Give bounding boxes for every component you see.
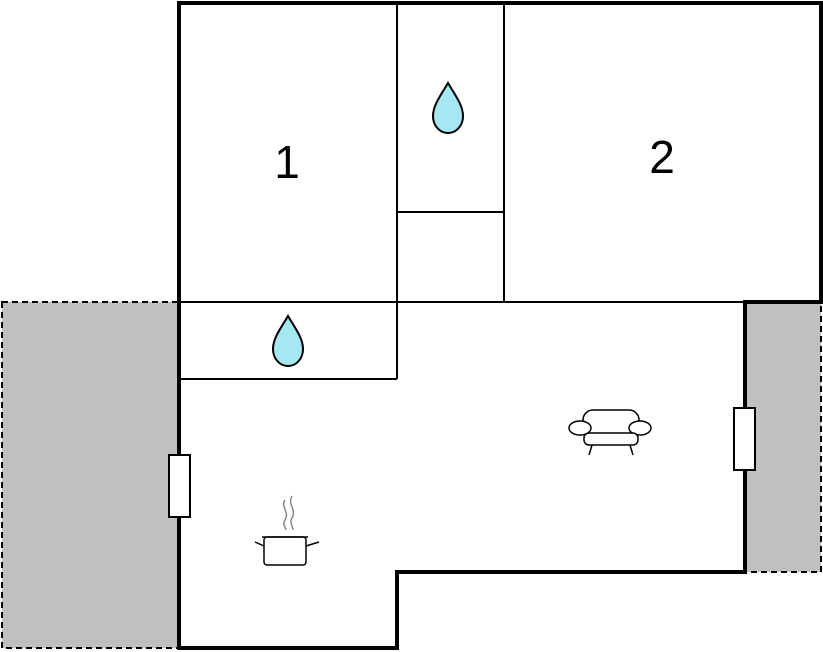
water-drop-icon <box>431 81 465 135</box>
window-left <box>168 454 191 518</box>
terrace-left <box>1 301 180 649</box>
room-label-2: 2 <box>649 131 675 183</box>
window-right <box>733 407 756 471</box>
cooking-pot-icon <box>254 495 320 566</box>
exterior-wall <box>177 1 823 650</box>
interior-walls <box>179 3 745 380</box>
room-label-1: 1 <box>274 136 300 188</box>
water-drop-icon <box>271 314 305 368</box>
terrace-right <box>744 301 822 573</box>
sofa-icon <box>568 409 652 456</box>
